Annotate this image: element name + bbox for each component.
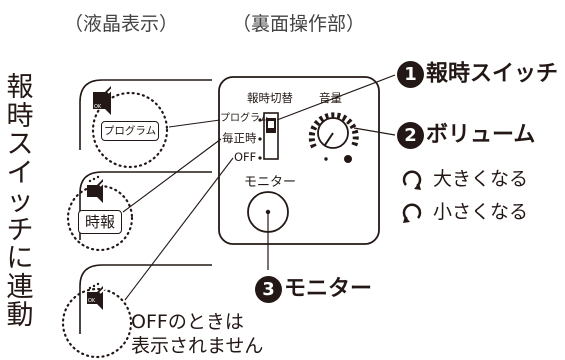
switch-position-program: プログラム	[220, 113, 270, 124]
connector-hourly	[122, 138, 222, 213]
lcd-label-program: プログラム	[101, 121, 159, 141]
caption-rear: （裏面操作部）	[232, 13, 366, 35]
callout-number-2: 2	[397, 122, 424, 149]
connector-program	[168, 119, 221, 128]
rear-panel-outline	[218, 76, 380, 245]
lcd-label-hourly: 時報	[78, 210, 122, 234]
leader-line-volume	[353, 127, 396, 136]
monitor-title: モニター	[244, 175, 297, 190]
callout-number-3: 3	[255, 276, 282, 303]
lcd-dotted-circle-3	[61, 287, 133, 359]
volume-title: 音量	[319, 91, 342, 105]
callout-volume-text: ボリューム	[426, 122, 536, 148]
off-note-line-1: OFFのときは	[131, 311, 244, 333]
svg-text:OK: OK	[88, 298, 96, 304]
volume-note-softer: 小さくなる	[433, 201, 529, 223]
counterclockwise-arrow-icon	[402, 203, 422, 223]
speaker-icon: OK	[93, 84, 117, 115]
volume-note-louder: 大きくなる	[433, 168, 529, 190]
callout-number-1: 1	[397, 61, 424, 88]
switch-title: 報時切替	[247, 91, 293, 105]
vertical-caption: 報時スイッチに連動	[6, 72, 34, 331]
connector-off	[124, 157, 234, 301]
lcd-panel-1-outline	[79, 79, 212, 150]
off-note-line-2: 表示されません	[131, 335, 264, 357]
volume-knob	[308, 112, 359, 163]
speaker-icon-3: OK	[87, 282, 108, 310]
switch-position-hourly: 毎正時	[222, 131, 257, 145]
svg-text:OK: OK	[94, 104, 102, 110]
speaker-icon-2	[87, 175, 108, 203]
lcd-dotted-circle-1	[91, 91, 169, 169]
leader-line-switch	[276, 74, 396, 121]
clockwise-arrow-icon	[402, 170, 422, 190]
lcd-panel-3-outline	[79, 264, 212, 334]
callout-monitor-text: モニター	[284, 276, 373, 302]
switch-position-off: OFF	[234, 150, 257, 164]
caption-lcd: （液晶表示）	[64, 13, 179, 35]
callout-switch-text: 報時スイッチ	[426, 61, 559, 87]
